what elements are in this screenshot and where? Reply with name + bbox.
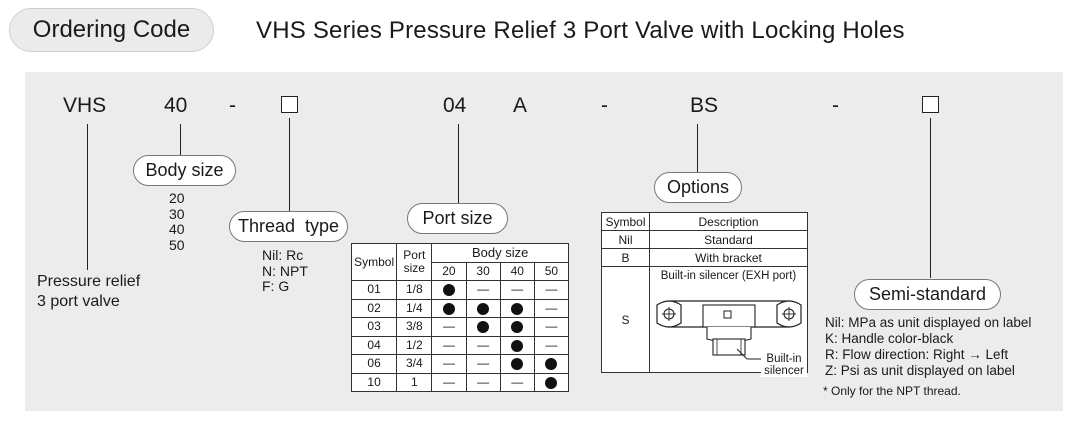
port-size-value: 3/8 [396,317,433,337]
silencer-callout: Built-in silencer [761,353,807,377]
port-size-value: 3/4 [396,354,433,374]
port-size-cell-unavailable: — [431,354,467,374]
port-size-symbol: 04 [350,335,398,355]
port-size-cell-unavailable: — [499,372,535,392]
port-size-cell-available [465,317,501,337]
available-dot [477,302,490,315]
semi-standard-placeholder-box [922,96,939,113]
series-label: Pressure relief 3 port valve [37,273,141,310]
available-dot [442,284,455,297]
port-size-cell-unavailable: — [533,280,570,300]
semi-standard-note: * Only for the NPT thread. [823,384,961,398]
code-body-size: 40 [164,94,188,117]
port-size-value: 1 [396,372,433,392]
port-size-value: 1/4 [396,298,433,318]
options-row-symbol: S [601,266,650,373]
port-size-pill: Port size [407,203,508,234]
port-size-symbol: 03 [350,317,398,337]
port-size-cell-available [533,354,570,374]
port-size-cell-unavailable: — [499,280,535,300]
available-dot [442,302,455,315]
available-dot [511,321,524,334]
port-size-cell-available [465,298,501,318]
port-size-cell-unavailable: — [431,372,467,392]
port-size-cell-available [499,298,535,318]
options-leader-line [697,124,699,172]
body-size-col-header: 50 [533,261,570,281]
port-size-head-body: Body size [431,243,569,263]
semi-standard-values: Nil: MPa as unit displayed on label K: H… [825,315,1032,378]
available-dot [511,358,524,371]
available-dot [511,302,524,315]
code-port-size: 04 [443,94,467,117]
options-row-desc: Standard [649,230,808,249]
code-series: VHS [63,94,107,117]
thread-type-values: Nil: Rc N: NPT F: G [262,247,308,294]
body-size-col-header: 20 [431,261,467,281]
options-table: Symbol Description Nil Standard B With b… [601,212,808,377]
body-size-col-header: 40 [499,261,535,281]
options-row-symbol: Nil [601,230,650,249]
port-size-symbol: 10 [350,372,398,392]
semi-standard-pill: Semi-standard [854,279,1001,310]
port-size-head-symbol: Symbol [350,243,398,281]
semi-standard-leader-line [930,118,932,278]
port-size-symbol: 06 [350,354,398,374]
port-size-cell-unavailable: — [533,317,570,337]
port-size-cell-unavailable: — [465,354,501,374]
options-row-desc: Built-in silencer (EXH port) [649,266,808,377]
port-size-cell-unavailable: — [465,335,501,355]
thread-type-leader-line [289,118,291,212]
thread-type-pill: Thread type [229,211,348,242]
code-option: BS [690,94,719,117]
code-dash-2: - [601,94,608,117]
body-size-col-header: 30 [465,261,501,281]
port-size-cell-unavailable: — [431,317,467,337]
available-dot [545,376,558,389]
port-size-cell-available [533,372,570,392]
thread-type-placeholder-box [281,96,298,113]
available-dot [545,358,558,371]
available-dot [477,321,490,334]
port-size-value: 1/2 [396,335,433,355]
options-pill: Options [654,172,742,203]
body-size-values: 20 30 40 50 [169,190,185,253]
port-size-cell-unavailable: — [431,335,467,355]
ordering-code-tag: Ordering Code [9,8,214,52]
port-size-cell-unavailable: — [533,335,570,355]
port-size-cell-available [431,280,467,300]
code-dash-3: - [832,94,839,117]
available-dot [511,339,524,352]
port-size-cell-available [499,354,535,374]
options-head-desc: Description [649,212,808,231]
silencer-valve-drawing [655,300,802,360]
page-title: VHS Series Pressure Relief 3 Port Valve … [256,17,905,44]
port-size-symbol: 01 [350,280,398,300]
options-row-desc: With bracket [649,248,808,267]
port-size-row: 021/4 — [350,298,570,318]
port-size-symbol: 02 [350,298,398,318]
series-leader-line [87,124,89,270]
port-size-value: 1/8 [396,280,433,300]
options-head-symbol: Symbol [601,212,650,231]
options-row-symbol: B [601,248,650,267]
port-size-cell-available [431,298,467,318]
body-size-pill: Body size [133,155,236,186]
port-size-cell-unavailable: — [533,298,570,318]
code-dash-1: - [229,94,236,117]
code-a: A [513,94,528,117]
port-size-cell-unavailable: — [465,372,501,392]
port-size-cell-available [499,335,535,355]
body-size-leader-line [180,124,182,157]
port-size-leader-line [458,124,460,203]
port-size-cell-unavailable: — [465,280,501,300]
port-size-cell-available [499,317,535,337]
